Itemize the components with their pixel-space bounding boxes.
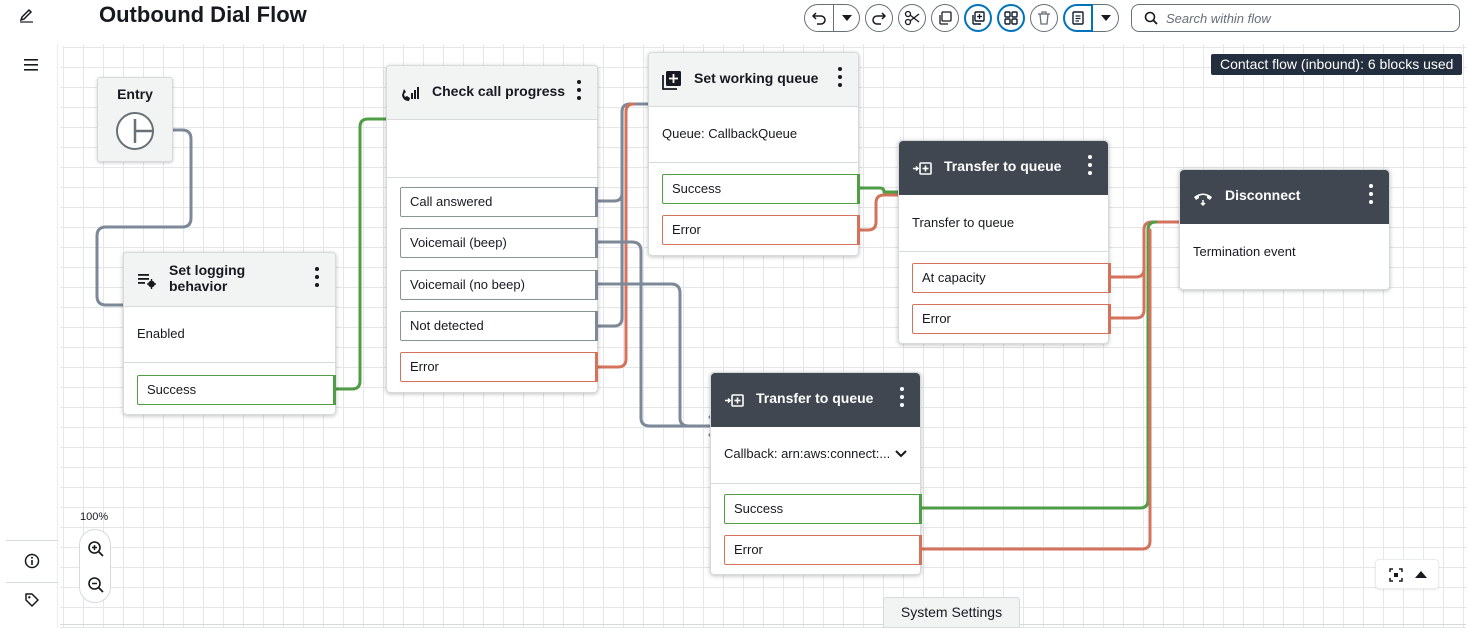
block-body: Termination event <box>1193 244 1296 259</box>
delete-icon <box>1038 11 1050 25</box>
delete-button[interactable] <box>1030 4 1058 32</box>
left-rail <box>6 44 58 628</box>
info-button[interactable] <box>20 549 44 573</box>
info-icon <box>24 553 40 569</box>
page-title: Outbound Dial Flow <box>99 2 307 27</box>
notes-icon <box>1072 11 1084 25</box>
branch-voicemail-no-beep[interactable]: Voicemail (no beep) <box>400 270 598 300</box>
call-progress-icon <box>402 87 419 101</box>
entry-block[interactable]: Entry <box>97 77 173 162</box>
block-transfer-to-queue-1[interactable]: Transfer to queue Transfer to queue At c… <box>898 140 1111 344</box>
undo-dropdown-button[interactable] <box>834 4 860 32</box>
transfer-queue-icon <box>725 394 744 407</box>
search-input[interactable] <box>1166 10 1446 26</box>
block-transfer-to-queue-2[interactable]: Transfer to queue Callback: arn:aws:conn… <box>710 372 922 575</box>
more-options-icon[interactable] <box>1365 182 1377 206</box>
block-header: Set working queue <box>649 53 858 107</box>
branch-success[interactable]: Success <box>724 494 922 524</box>
undo-button[interactable] <box>804 4 834 32</box>
zoom-out-icon[interactable] <box>87 576 105 594</box>
zoom-controls <box>79 529 111 603</box>
block-header: Transfer to queue <box>899 141 1108 195</box>
cut-button[interactable] <box>898 4 926 32</box>
notes-button[interactable] <box>1063 4 1093 32</box>
block-body: Enabled <box>124 307 335 363</box>
fit-to-screen-icon[interactable] <box>1388 567 1404 583</box>
zoom-in-icon[interactable] <box>87 540 105 558</box>
hang-up-icon <box>1194 193 1212 207</box>
view-controls <box>1375 559 1439 589</box>
block-title: Transfer to queue <box>944 158 1062 174</box>
block-title: Set logging behavior <box>169 262 246 294</box>
branch-error[interactable]: Error <box>724 535 922 565</box>
search-box[interactable] <box>1131 4 1460 32</box>
branch-at-capacity[interactable]: At capacity <box>912 263 1111 293</box>
block-check-call-progress[interactable]: Check call progress Call answered Voicem… <box>386 65 598 393</box>
arrange-icon <box>1004 11 1018 25</box>
block-header: Disconnect <box>1180 170 1389 224</box>
arrange-button[interactable] <box>997 4 1025 32</box>
block-body: Queue: CallbackQueue <box>649 107 858 163</box>
notes-dropdown-button[interactable] <box>1093 4 1119 32</box>
block-disconnect[interactable]: Disconnect Termination event <box>1179 169 1390 290</box>
block-title: Disconnect <box>1225 187 1301 203</box>
more-options-icon[interactable] <box>311 265 323 289</box>
more-options-icon[interactable] <box>573 78 585 102</box>
branch-not-detected[interactable]: Not detected <box>400 311 598 341</box>
search-icon <box>1144 11 1158 25</box>
block-header: Transfer to queue <box>711 373 920 427</box>
tag-icon <box>25 593 39 607</box>
block-body: Transfer to queue <box>899 195 1108 252</box>
tags-button[interactable] <box>20 588 44 612</box>
branch-voicemail-beep[interactable]: Voicemail (beep) <box>400 228 598 258</box>
paste-icon <box>972 11 985 25</box>
block-header: Set logging behavior <box>124 253 335 307</box>
undo-icon <box>811 12 826 25</box>
paste-button[interactable] <box>964 4 992 32</box>
redo-button[interactable] <box>865 4 893 32</box>
block-title: Check call progress <box>432 83 566 99</box>
block-header: Check call progress <box>387 66 597 120</box>
zoom-level: 100% <box>80 511 109 523</box>
block-set-working-queue[interactable]: Set working queue Queue: CallbackQueue S… <box>648 52 860 256</box>
redo-icon <box>872 12 887 25</box>
copy-icon <box>939 11 952 25</box>
blocks-used-badge: Contact flow (inbound): 6 blocks used <box>1211 54 1463 75</box>
block-set-logging-behavior[interactable]: Set logging behavior Enabled Success <box>123 252 336 415</box>
cut-icon <box>904 10 920 26</box>
branch-error[interactable]: Error <box>400 352 598 382</box>
edit-icon[interactable] <box>18 6 36 24</box>
block-body <box>387 120 597 178</box>
dropdown-icon <box>1100 15 1111 21</box>
entry-point-icon <box>116 112 154 150</box>
toolbar <box>804 4 1124 32</box>
menu-button[interactable] <box>20 53 44 77</box>
branch-error[interactable]: Error <box>912 304 1111 334</box>
branch-call-answered[interactable]: Call answered <box>400 187 598 217</box>
queue-add-icon <box>662 71 681 90</box>
minimap-toggle-icon[interactable] <box>1414 568 1428 580</box>
hamburger-icon <box>24 59 38 71</box>
more-options-icon[interactable] <box>896 385 908 409</box>
chevron-down-icon[interactable] <box>895 449 907 459</box>
more-options-icon[interactable] <box>1084 153 1096 177</box>
divider <box>60 624 1466 625</box>
logging-icon <box>138 274 156 289</box>
system-settings-tab[interactable]: System Settings <box>883 597 1020 628</box>
branch-success[interactable]: Success <box>662 174 860 204</box>
entry-title: Entry <box>117 86 153 102</box>
block-body: Callback: arn:aws:connect:... <box>711 427 920 484</box>
branch-success[interactable]: Success <box>137 375 336 405</box>
copy-button[interactable] <box>931 4 959 32</box>
more-options-icon[interactable] <box>834 65 846 89</box>
block-title: Set working queue <box>694 70 819 86</box>
block-title: Transfer to queue <box>756 390 874 406</box>
branch-error[interactable]: Error <box>662 215 860 245</box>
transfer-queue-icon <box>913 162 932 175</box>
dropdown-icon <box>841 15 852 21</box>
